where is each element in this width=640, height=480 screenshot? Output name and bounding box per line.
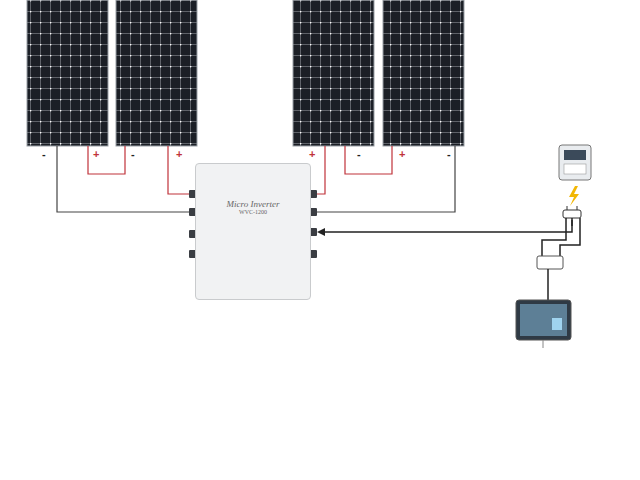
polarity-label: -: [42, 149, 46, 160]
polarity-label: -: [357, 149, 361, 160]
lightning-symbol: [569, 186, 579, 206]
micro-inverter: Micro InverterWVC-1200: [195, 163, 311, 300]
polarity-label: -: [131, 149, 135, 160]
ac-plug: [542, 206, 581, 256]
device-name: Micro Inverter: [227, 199, 280, 209]
polarity-label: +: [176, 149, 182, 160]
ac-wire: [317, 220, 572, 236]
model-number: WVC-1200: [239, 209, 267, 215]
energy-meter: [559, 145, 591, 180]
junction-box: [537, 256, 563, 300]
polarity-label: +: [399, 149, 405, 160]
polarity-label: +: [309, 149, 315, 160]
monitor-device: [516, 300, 571, 348]
polarity-label: -: [447, 149, 451, 160]
polarity-label: +: [93, 149, 99, 160]
solar-panels: [27, 0, 464, 146]
